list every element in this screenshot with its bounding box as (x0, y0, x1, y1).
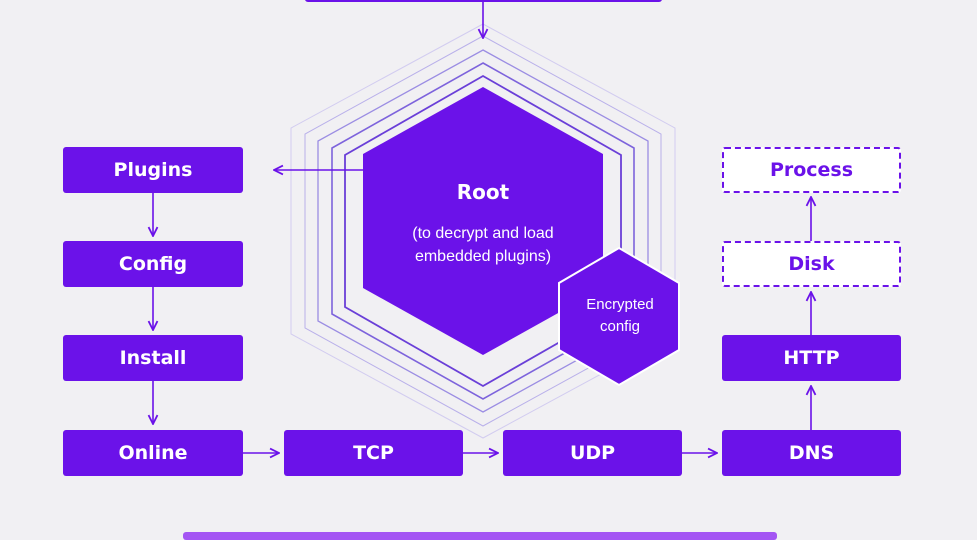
install-box: Install (63, 335, 243, 381)
hex-ring-3 (331, 62, 635, 400)
plugins-box: Plugins (63, 147, 243, 193)
top-source-bar (305, 0, 662, 2)
config-box: Config (63, 241, 243, 287)
process-box: Process (722, 147, 901, 193)
hex-ring-5 (304, 35, 662, 427)
root-title: Root (456, 180, 510, 204)
udp-box: UDP (503, 430, 682, 476)
root-subtitle-line1: (to decrypt and load (412, 225, 554, 242)
dns-box: DNS (722, 430, 901, 476)
hex-ring-4 (317, 49, 649, 413)
root-subtitle-line2: embedded plugins) (414, 248, 552, 265)
online-box: Online (63, 430, 243, 476)
http-box: HTTP (722, 335, 901, 381)
encrypted-config-line1: Encrypted (586, 296, 654, 313)
hex-ring-6 (290, 23, 676, 439)
hexagon-rings (290, 23, 676, 439)
encrypted-config-line2: config (599, 318, 641, 335)
encrypted-config-label: Encrypted config (560, 294, 680, 338)
tcp-box: TCP (284, 430, 463, 476)
disk-box: Disk (722, 241, 901, 287)
root-subtitle: (to decrypt and load embedded plugins) (373, 222, 593, 268)
encrypted-config-hexagon (558, 246, 680, 387)
root-hexagon (363, 87, 603, 355)
bottom-bar (183, 532, 777, 540)
hex-ring-2 (344, 74, 622, 388)
